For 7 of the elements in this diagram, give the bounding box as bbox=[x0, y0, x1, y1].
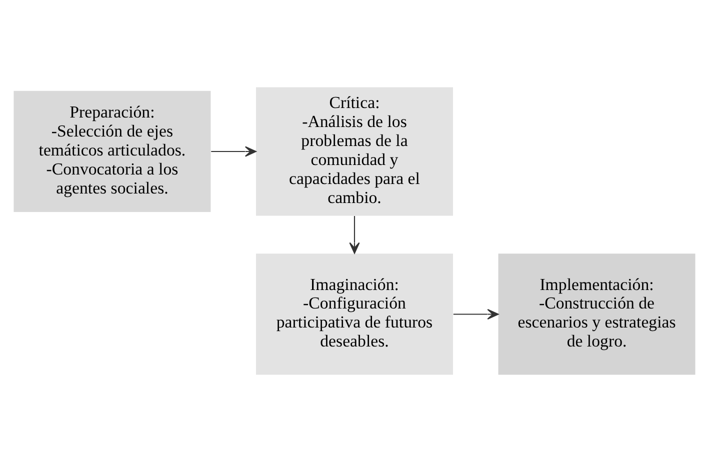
node-box: Preparación: -Selección de ejes temáticos articulados. -Convocatoria a los agentes sociales. bbox=[13, 90, 210, 212]
arrow bbox=[452, 308, 498, 320]
arrow bbox=[210, 146, 256, 157]
arrow bbox=[348, 216, 360, 254]
node-box: Implementación: -Construcción de escenarios y estrategias de logro. bbox=[498, 254, 695, 375]
node-box: Imaginación: -Configuración participativa de futuros deseables. bbox=[256, 254, 452, 375]
node-box: Crítica: -Análisis de los problemas de la comunidad y capacidades para el cambio. bbox=[256, 87, 452, 216]
